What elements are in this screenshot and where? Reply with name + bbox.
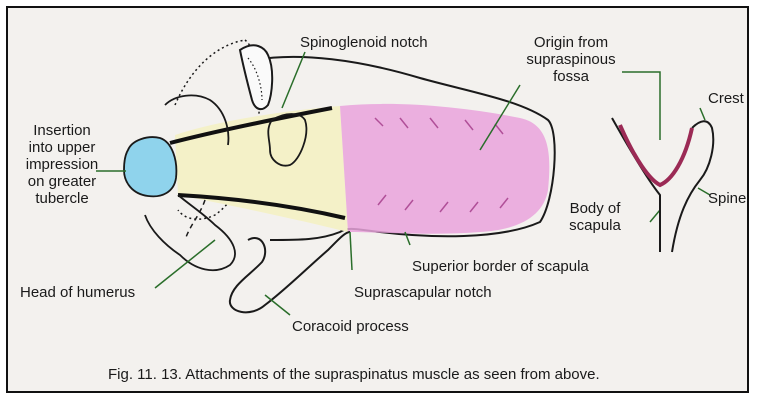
supraspinous-fossa-origin bbox=[340, 104, 549, 234]
label-origin-line3: fossa bbox=[516, 68, 626, 85]
section-right-edge bbox=[672, 121, 713, 252]
label-insertion-line1: Insertion bbox=[14, 122, 110, 139]
label-superior-border: Superior border of scapula bbox=[412, 258, 589, 275]
label-body-line2: scapula bbox=[556, 217, 634, 234]
label-suprascapular-notch: Suprascapular notch bbox=[354, 284, 492, 301]
figure-caption: Fig. 11. 13. Attachments of the supraspi… bbox=[108, 366, 600, 383]
label-insertion-line4: on greater bbox=[14, 173, 110, 190]
anatomical-neck-dashed bbox=[185, 200, 205, 240]
label-head-of-humerus: Head of humerus bbox=[20, 284, 135, 301]
label-insertion-line5: tubercle bbox=[14, 190, 110, 207]
label-origin-line2: supraspinous bbox=[516, 51, 626, 68]
spine-end bbox=[240, 45, 272, 109]
label-insertion-line2: into upper bbox=[14, 139, 110, 156]
label-body-line1: Body of bbox=[556, 200, 634, 217]
label-insertion-line3: impression bbox=[14, 156, 110, 173]
greater-tubercle-insertion bbox=[124, 137, 176, 196]
label-spinoglenoid-notch: Spinoglenoid notch bbox=[300, 34, 428, 51]
humeral-head-bottom bbox=[145, 195, 235, 270]
section-crest-line bbox=[620, 125, 692, 185]
label-crest: Crest bbox=[708, 90, 744, 107]
label-origin-line1: Origin from bbox=[516, 34, 626, 51]
coracoid-outline bbox=[230, 232, 350, 312]
label-coracoid-process: Coracoid process bbox=[292, 318, 409, 335]
label-spine: Spine bbox=[708, 190, 746, 207]
